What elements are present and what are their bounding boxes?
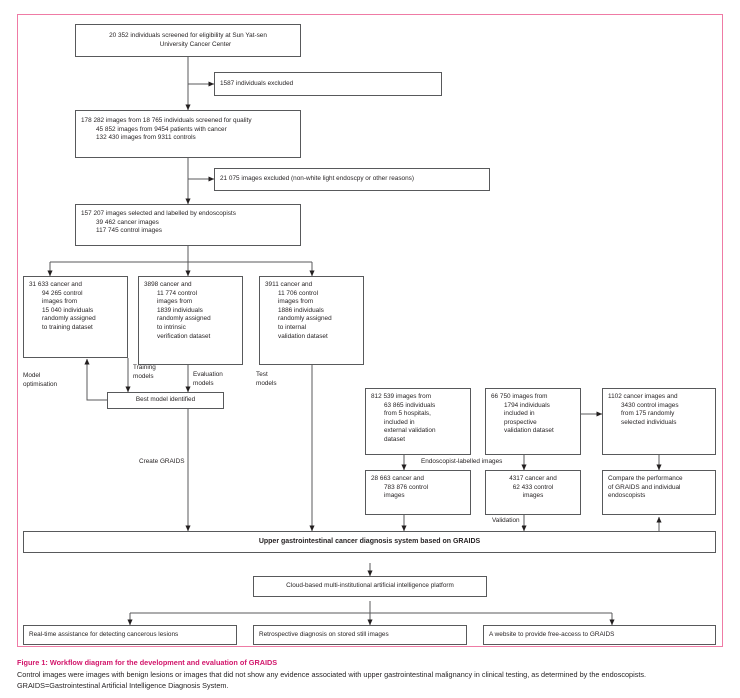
node-external-line5: external validation: [384, 427, 436, 435]
node-labelled-line2: 39 462 cancer images: [96, 218, 159, 226]
node-system-bar: Upper gastrointestinal cancer diagnosis …: [23, 531, 716, 553]
node-app-realtime: Real-time assistance for detecting cance…: [23, 625, 237, 645]
node-external-line2: 63 865 individuals: [384, 401, 436, 409]
node-excluded-images: 21 075 images excluded (non-white light …: [214, 168, 490, 191]
node-external-labelled-line2: 783 876 control: [384, 483, 429, 491]
node-best-model: Best model identified: [107, 392, 224, 409]
node-external-line4: included in: [384, 418, 415, 426]
node-prospective-validation: 66 750 images from 1794 individuals incl…: [485, 388, 581, 455]
node-prospective-labelled-line2: 62 433 control: [512, 483, 554, 491]
node-training-line4: 15 040 individuals: [42, 306, 94, 314]
node-intrinsic-line1: 3898 cancer and: [144, 281, 192, 288]
edge-label-create-graids: Create GRAIDS: [139, 458, 185, 465]
node-app-retrospective-label: Retrospective diagnosis on stored still …: [259, 630, 389, 638]
node-system-label: Upper gastrointestinal cancer diagnosis …: [258, 537, 481, 545]
edge-label-model-optimisation-line2: optimisation: [23, 381, 58, 388]
figure-frame: [17, 14, 723, 647]
node-labelled-line3: 117 745 control images: [96, 227, 162, 235]
node-intrinsic-line6: to intrinsic: [157, 323, 186, 331]
node-external-labelled-line1: 28 663 cancer and: [371, 475, 424, 482]
node-quality-line3: 132 430 images from 9311 controls: [96, 134, 196, 142]
node-app-website-label: A website to provide free-access to GRAI…: [489, 630, 615, 638]
edge-label-training-models-line2: models: [133, 373, 154, 380]
node-compare-line1: Compare the performance: [608, 475, 683, 482]
node-external-line3: from 5 hospitals,: [384, 410, 431, 418]
node-prospective-line3: included in: [504, 410, 535, 418]
node-prospective-labelled-line1: 4317 cancer and: [509, 475, 557, 482]
edge-label-test-models-line2: models: [256, 380, 277, 387]
node-compare-line3: endoscopists: [608, 492, 646, 500]
edge-label-model-optimisation-line1: Model: [23, 372, 41, 379]
node-app-realtime-label: Real-time assistance for detecting cance…: [29, 630, 179, 638]
node-internal-dataset: 3911 cancer and 11 706 control images fr…: [259, 276, 364, 365]
node-external-labelled: 28 663 cancer and 783 876 control images: [365, 470, 471, 515]
node-internal-line6: to internal: [278, 323, 307, 331]
node-external-labelled-line3: images: [384, 492, 405, 500]
node-prospective-labelled: 4317 cancer and 62 433 control images: [485, 470, 581, 515]
node-intrinsic-dataset: 3898 cancer and 11 774 control images fr…: [138, 276, 243, 365]
node-intrinsic-line2: 11 774 control: [157, 289, 198, 297]
node-prospective-line1: 66 750 images from: [491, 393, 548, 400]
node-quality-line1: 178 282 images from 18 765 individuals s…: [81, 117, 252, 124]
node-intrinsic-line5: randomly assigned: [157, 315, 211, 323]
node-randomly-selected: 1102 cancer images and 3430 control imag…: [602, 388, 716, 455]
node-compare-performance: Compare the performance of GRAIDS and in…: [602, 470, 716, 515]
node-randomly-selected-line4: selected individuals: [621, 418, 677, 426]
node-randomly-selected-line1: 1102 cancer images and: [608, 393, 678, 400]
node-cloud-label: Cloud-based multi-institutional artifici…: [286, 582, 454, 590]
node-best-model-label: Best model identified: [135, 396, 196, 404]
node-randomly-selected-line3: from 175 randomly: [621, 410, 675, 418]
node-intrinsic-line3: images from: [157, 298, 193, 306]
node-external-line6: dataset: [384, 435, 405, 443]
figure-caption-line2: GRAIDS=Gastrointestinal Artificial Intel…: [17, 681, 229, 690]
node-excluded-images-label: 21 075 images excluded (non-white light …: [220, 175, 414, 183]
node-prospective-line5: validation dataset: [504, 427, 554, 435]
node-excluded-individuals: 1587 individuals excluded: [214, 72, 442, 96]
figure-caption-line1: Control images were images with benign l…: [17, 670, 647, 679]
node-training-line1: 31 633 cancer and: [29, 281, 82, 288]
node-internal-line7: validation dataset: [278, 332, 328, 340]
node-intrinsic-line4: 1839 individuals: [157, 306, 203, 314]
edge-label-validation: Validation: [490, 517, 522, 526]
node-prospective-labelled-line3: images: [522, 492, 544, 500]
figure-caption-title: Figure 1: Workflow diagram for the devel…: [17, 658, 278, 667]
node-internal-line1: 3911 cancer and: [265, 281, 313, 288]
edge-label-training-models-line1: Training: [133, 364, 156, 371]
node-excluded-individuals-label: 1587 individuals excluded: [220, 79, 294, 87]
node-prospective-line4: prospective: [504, 418, 537, 426]
node-screened-line2: University Cancer Center: [159, 40, 232, 48]
node-app-website: A website to provide free-access to GRAI…: [483, 625, 716, 645]
node-prospective-line2: 1794 individuals: [504, 401, 550, 409]
edge-label-evaluation-models-line1: Evaluation: [193, 371, 223, 378]
node-external-line1: 812 539 images from: [371, 393, 432, 400]
node-training-line5: randomly assigned: [42, 315, 96, 323]
node-external-validation: 812 539 images from 63 865 individuals f…: [365, 388, 471, 455]
node-internal-line5: randomly assigned: [278, 315, 332, 323]
node-internal-line3: images from: [278, 298, 314, 306]
node-screened-line1: 20 352 individuals screened for eligibil…: [109, 31, 267, 39]
node-training-line2: 94 265 control: [42, 289, 83, 297]
edge-label-evaluation-models-line2: models: [193, 380, 214, 387]
node-training-line6: to training dataset: [42, 323, 93, 331]
node-labelled: 157 207 images selected and labelled by …: [75, 204, 301, 246]
node-intrinsic-line7: verification dataset: [157, 332, 211, 340]
node-quality: 178 282 images from 18 765 individuals s…: [75, 110, 301, 158]
node-internal-line4: 1886 individuals: [278, 306, 324, 314]
node-screened: 20 352 individuals screened for eligibil…: [75, 24, 301, 57]
node-cloud-platform: Cloud-based multi-institutional artifici…: [253, 576, 487, 597]
node-randomly-selected-line2: 3430 control images: [621, 401, 679, 409]
node-training-dataset: 31 633 cancer and 94 265 control images …: [23, 276, 128, 358]
node-quality-line2: 45 852 images from 9454 patients with ca…: [96, 125, 227, 133]
node-labelled-line1: 157 207 images selected and labelled by …: [81, 210, 236, 217]
edge-label-test-models-line1: Test: [256, 371, 268, 378]
edge-label-endoscopist-labelled: Endoscopist-labelled images: [419, 458, 505, 467]
node-internal-line2: 11 706 control: [278, 289, 319, 297]
node-compare-line2: of GRAIDS and individual: [608, 483, 681, 491]
node-app-retrospective: Retrospective diagnosis on stored still …: [253, 625, 467, 645]
node-training-line3: images from: [42, 298, 78, 306]
